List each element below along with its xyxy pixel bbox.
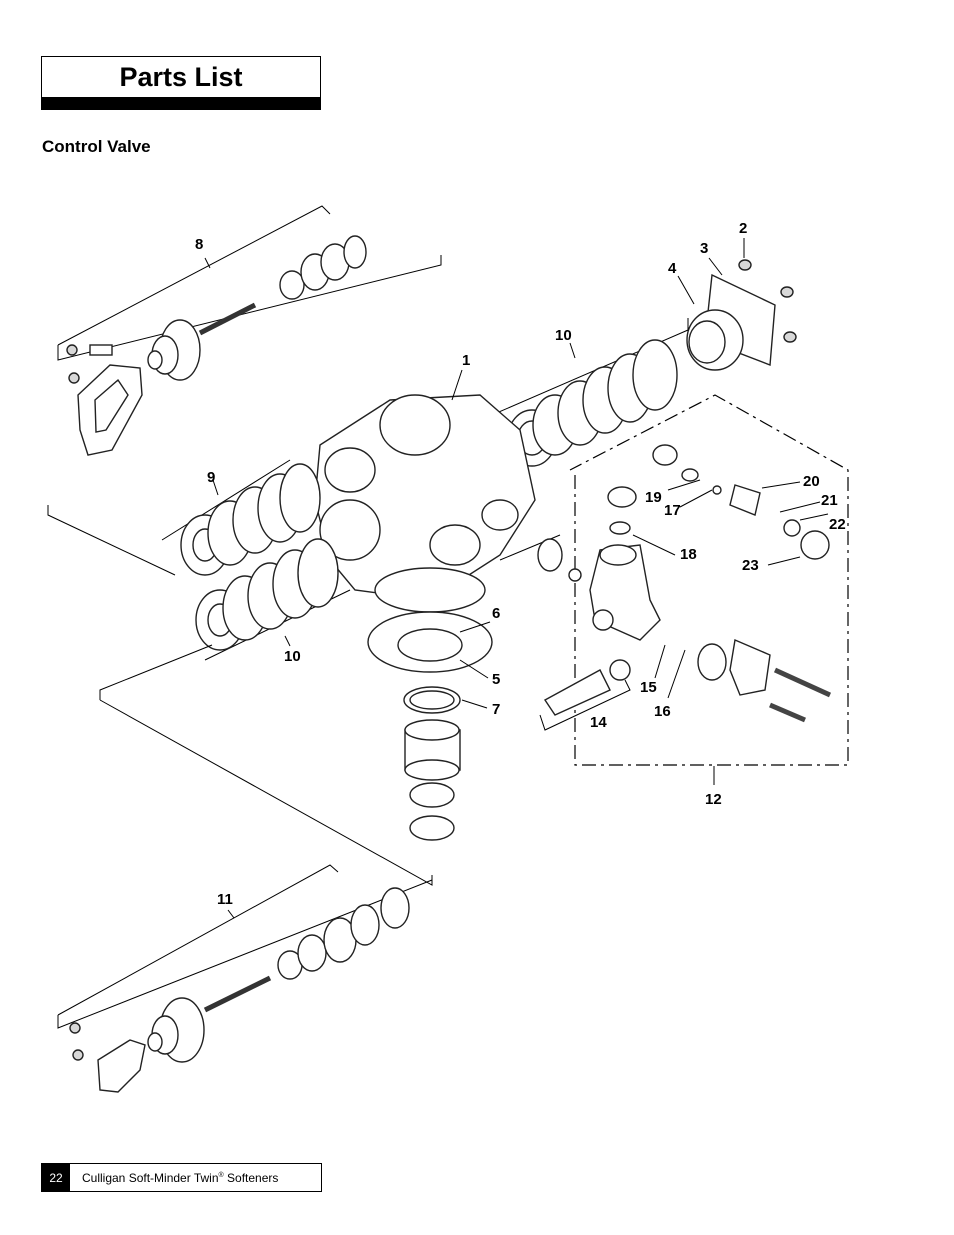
callout-20: 20 [803, 473, 820, 490]
callout-1: 1 [462, 352, 470, 369]
callout-16: 16 [654, 703, 671, 720]
spacer-stack-lower [195, 538, 351, 661]
callout-19: 19 [645, 489, 662, 506]
callout-9: 9 [207, 469, 215, 486]
callout-14: 14 [590, 714, 607, 731]
piston-assembly-upper [57, 205, 442, 456]
control-valve-exploded-diagram: 1 2 3 4 5 6 7 8 9 10 10 11 12 14 15 16 1… [47, 205, 849, 1093]
callout-11: 11 [217, 891, 233, 908]
callout-18: 18 [680, 546, 697, 563]
title-box: Parts List [41, 56, 321, 110]
spacer-stack-9 [161, 459, 321, 576]
page-title: Parts List [119, 62, 243, 92]
callout-2: 2 [739, 220, 747, 237]
page-number: 22 [42, 1164, 70, 1191]
footer-product-name: Culligan Soft-Minder Twin® Softeners [70, 1171, 278, 1185]
callout-5: 5 [492, 671, 500, 688]
page-footer: 22 Culligan Soft-Minder Twin® Softeners [41, 1163, 322, 1192]
gasket-adapter-stack [367, 611, 493, 841]
registered-mark: ® [218, 1171, 224, 1179]
callout-3: 3 [700, 240, 708, 257]
callout-12: 12 [705, 791, 722, 808]
section-title: Control Valve [42, 137, 151, 156]
callout-4: 4 [668, 260, 677, 277]
callout-7: 7 [492, 701, 500, 718]
footer-suffix: Softeners [223, 1170, 279, 1185]
injector-assembly-box [537, 394, 849, 785]
piston-assembly-lower [57, 864, 433, 1093]
callout-21: 21 [821, 492, 838, 509]
callout-23: 23 [742, 557, 759, 574]
callout-15: 15 [640, 679, 657, 696]
spacer-stack-upper [491, 318, 689, 467]
callout-22: 22 [829, 516, 846, 533]
valve-body [47, 369, 561, 613]
callout-17: 17 [664, 502, 681, 519]
callout-10-upper: 10 [555, 327, 572, 344]
footer-product: Culligan Soft-Minder Twin [82, 1170, 219, 1185]
callout-8: 8 [195, 236, 203, 253]
callout-10-lower: 10 [284, 648, 301, 665]
callout-6: 6 [492, 605, 500, 622]
end-plate-assembly [677, 238, 797, 371]
title-underline-bar [42, 97, 320, 109]
